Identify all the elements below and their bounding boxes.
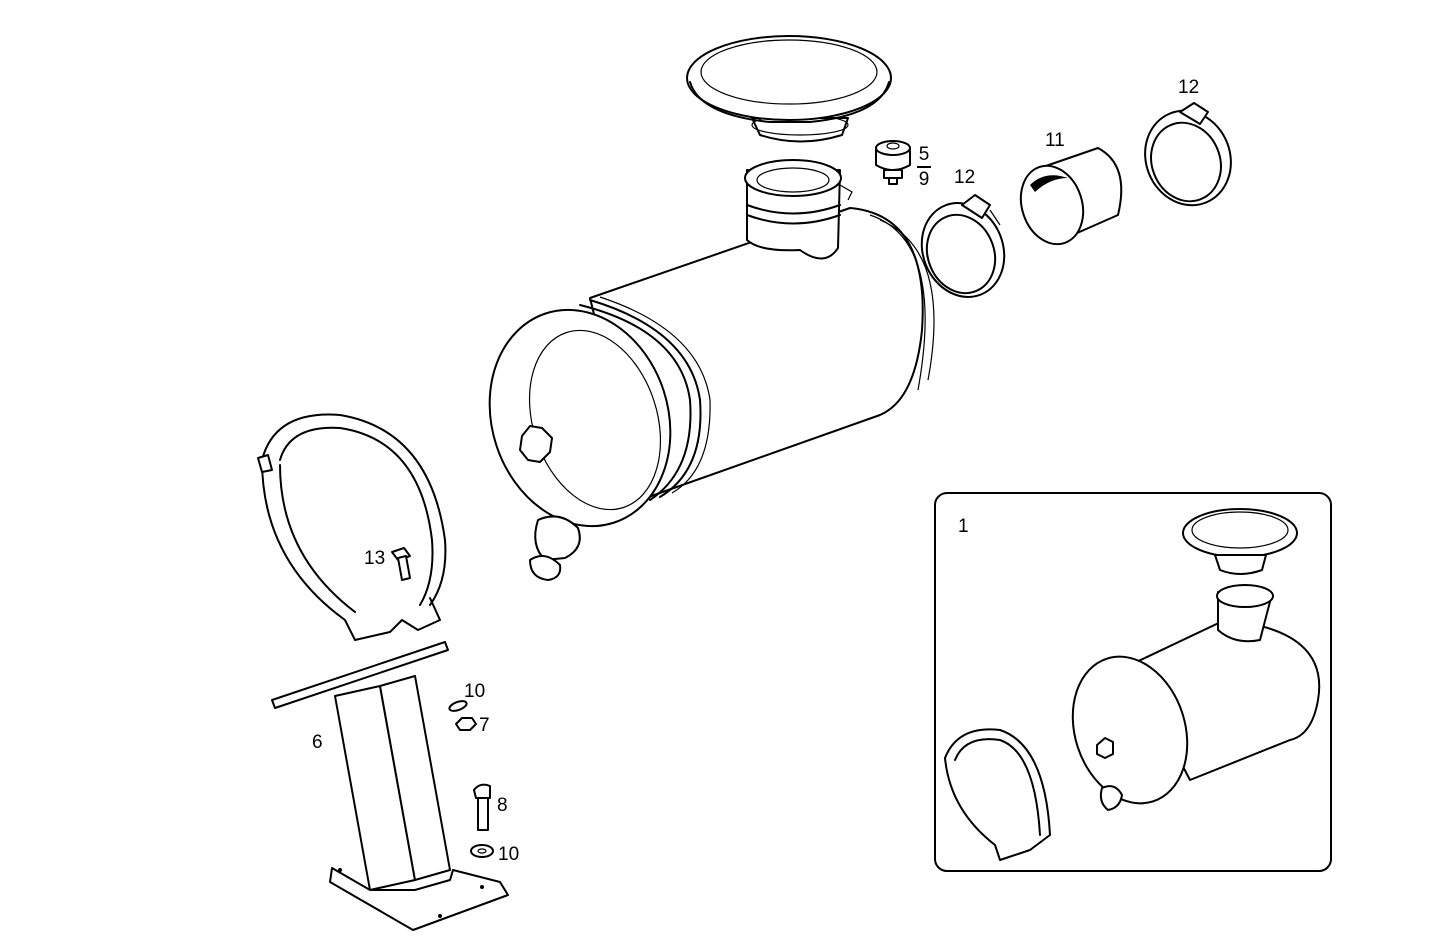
callout-1: 1	[958, 516, 969, 537]
callout-12-right: 12	[1178, 77, 1200, 98]
support-bracket	[271, 641, 509, 931]
callout-10-bottom: 10	[498, 844, 520, 865]
callout-9: 9	[918, 169, 930, 190]
rubber-sleeve	[1019, 147, 1123, 246]
mounting-band	[257, 413, 447, 641]
service-indicator	[875, 140, 911, 185]
callout-6: 6	[312, 732, 323, 753]
hose-clamp-right	[1144, 102, 1232, 207]
filter-housing	[488, 159, 935, 581]
bolt-8	[473, 783, 491, 831]
hose-clamp-left	[920, 194, 1006, 298]
callout-12-left: 12	[954, 167, 976, 188]
nut-7	[455, 717, 477, 731]
callout-8: 8	[497, 795, 508, 816]
callout-5-9: 5 9	[917, 145, 931, 189]
fraction-bar	[917, 166, 931, 168]
callout-11: 11	[1045, 130, 1065, 151]
callout-13: 13	[364, 548, 386, 569]
washer-10-top	[448, 700, 468, 712]
callout-10-top: 10	[464, 681, 486, 702]
callout-7: 7	[479, 715, 490, 736]
washer-10-bottom	[470, 844, 494, 858]
precleaner-cap	[686, 35, 892, 143]
inset-assembly-view	[934, 492, 1332, 872]
screw-13	[391, 547, 411, 581]
callout-5: 5	[918, 144, 930, 165]
